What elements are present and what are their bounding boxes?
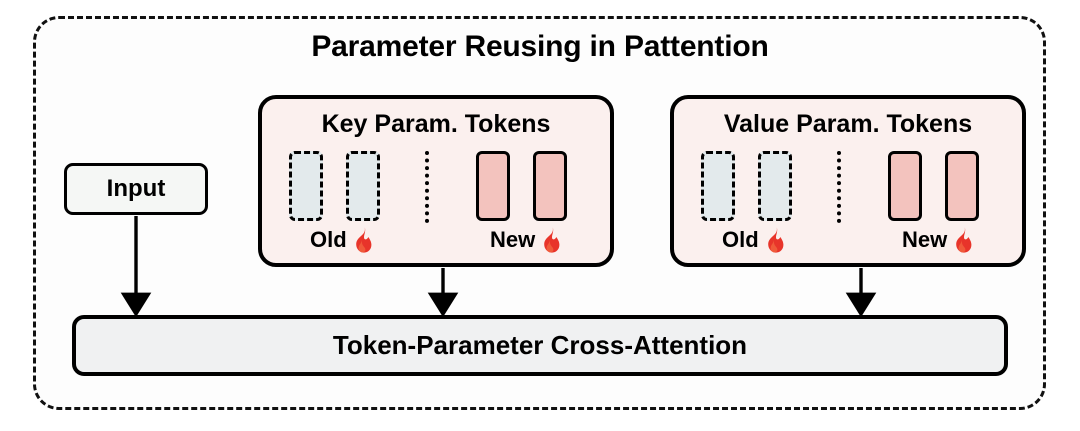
flame-icon xyxy=(765,227,785,253)
key-old-caption: Old xyxy=(310,227,373,253)
old-token xyxy=(289,151,323,221)
value-panel-title: Value Param. Tokens xyxy=(723,110,973,138)
key-token-row xyxy=(262,151,610,223)
flame-icon xyxy=(541,227,561,253)
input-label: Input xyxy=(106,175,166,202)
key-old-label: Old xyxy=(310,227,347,252)
new-token xyxy=(476,151,510,221)
key-panel-title: Key Param. Tokens xyxy=(321,110,551,138)
value-old-label: Old xyxy=(722,227,759,252)
value-param-tokens-panel: Value Param. Tokens Old New xyxy=(670,95,1026,267)
cross-attention-bar: Token-Parameter Cross-Attention xyxy=(72,315,1008,376)
old-token xyxy=(758,151,792,221)
new-token xyxy=(533,151,567,221)
key-new-caption: New xyxy=(490,227,561,253)
key-param-tokens-panel: Key Param. Tokens Old New xyxy=(258,95,614,267)
flame-icon xyxy=(353,227,373,253)
token-group-divider xyxy=(837,151,841,223)
new-token xyxy=(945,151,979,221)
input-box: Input xyxy=(64,163,208,215)
old-token xyxy=(346,151,380,221)
value-new-caption: New xyxy=(902,227,973,253)
value-new-label: New xyxy=(902,227,948,252)
value-old-caption: Old xyxy=(722,227,785,253)
value-token-row xyxy=(674,151,1022,223)
old-token xyxy=(701,151,735,221)
key-new-label: New xyxy=(490,227,536,252)
flame-icon xyxy=(953,227,973,253)
token-group-divider xyxy=(425,151,429,223)
cross-attention-label: Token-Parameter Cross-Attention xyxy=(332,330,748,360)
new-token xyxy=(888,151,922,221)
page-title: Parameter Reusing in Pattention xyxy=(311,30,769,63)
